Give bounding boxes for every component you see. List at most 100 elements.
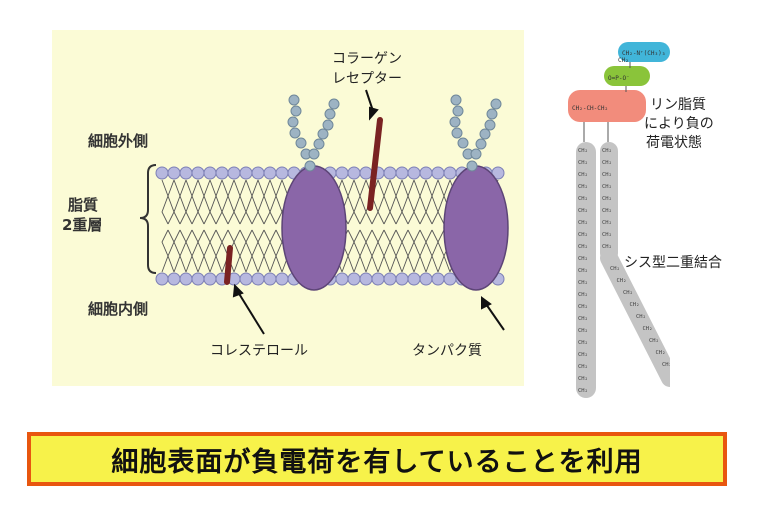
protein-label: タンパク質 <box>412 343 482 359</box>
upper-lipid-tail <box>263 179 271 225</box>
upper-lipid-tail <box>251 179 259 225</box>
sugar-unit <box>475 138 487 150</box>
sugar-unit <box>322 119 334 131</box>
upper-lipid-head <box>431 166 445 180</box>
charge-label-line2: により負の <box>644 116 714 132</box>
lower-lipid-tail <box>245 229 253 273</box>
lower-lipid-tail <box>419 229 427 273</box>
bilayer-brace <box>139 164 157 274</box>
upper-lipid-tail <box>431 179 439 225</box>
straight-tail-carbon: CH₂ <box>578 376 588 382</box>
lower-lipid-tail <box>389 229 397 273</box>
sugar-unit <box>451 127 463 139</box>
upper-lipid-tail <box>413 179 421 225</box>
lower-lipid-tail <box>221 229 229 273</box>
kinked-tail-carbon: CH₂ <box>602 196 612 202</box>
sugar-unit <box>313 138 325 150</box>
lower-lipid-tail <box>359 229 367 273</box>
straight-tail-carbon: CH₂ <box>578 232 588 238</box>
lower-lipid-tail <box>395 229 403 273</box>
straight-tail-carbon: CH₂ <box>578 256 588 262</box>
upper-lipid-head <box>359 166 373 180</box>
lower-lipid-head <box>155 272 169 286</box>
lower-lipid-tail <box>173 229 181 273</box>
straight-tail-carbon: CH₂ <box>578 148 588 154</box>
straight-tail-carbon: CH₂ <box>578 196 588 202</box>
lower-lipid-head <box>383 272 397 286</box>
lower-lipid-head <box>395 272 409 286</box>
sugar-unit <box>466 160 478 172</box>
lower-lipid-tail <box>437 229 445 273</box>
straight-tail-carbon: CH₂ <box>578 172 588 178</box>
cis-bond-label: シス型二重結合 <box>624 255 722 271</box>
upper-lipid-tail <box>215 179 223 225</box>
lower-lipid-head <box>335 272 349 286</box>
lower-lipid-head <box>251 272 265 286</box>
charge-label-line3: 荷電状態 <box>646 135 702 151</box>
lower-lipid-tail <box>377 229 385 273</box>
sugar-unit <box>308 148 320 160</box>
upper-lipid-tail <box>419 179 427 225</box>
upper-lipid-tail <box>275 179 283 225</box>
upper-lipid-tail <box>185 179 193 225</box>
upper-lipid-tail <box>221 179 229 225</box>
straight-tail-carbon: CH₂ <box>578 316 588 322</box>
kinked-tail-carbon: CH₂ <box>602 244 612 250</box>
lower-lipid-head <box>419 272 433 286</box>
protein-right <box>443 165 509 291</box>
upper-lipid-head <box>155 166 169 180</box>
upper-lipid-tail <box>197 179 205 225</box>
upper-lipid-tail <box>353 179 361 225</box>
formula-amine: CH₂-N⁺(CH₃)₃ <box>622 50 665 57</box>
upper-lipid-tail <box>383 179 391 225</box>
cholesterol-rod <box>224 245 233 285</box>
upper-lipid-head <box>239 166 253 180</box>
lower-lipid-tail <box>257 229 265 273</box>
collagen-receptor-rod <box>367 117 383 211</box>
straight-tail-carbon: CH₂ <box>578 364 588 370</box>
lower-lipid-tail <box>233 229 241 273</box>
lower-lipid-tail <box>353 229 361 273</box>
upper-lipid-head <box>335 166 349 180</box>
lower-lipid-head <box>431 272 445 286</box>
upper-lipid-head <box>275 166 289 180</box>
upper-lipid-tail <box>173 179 181 225</box>
kinked-tail-carbon: CH₂ <box>602 220 612 226</box>
upper-lipid-head <box>191 166 205 180</box>
straight-tail-carbon: CH₂ <box>578 184 588 190</box>
summary-text: 細胞表面が負電荷を有していることを利用 <box>111 446 643 478</box>
unsaturated-tail-upper <box>600 142 618 262</box>
lower-lipid-tail <box>185 229 193 273</box>
upper-lipid-tail <box>437 179 445 225</box>
sugar-unit <box>450 94 462 106</box>
upper-lipid-tail <box>167 179 175 225</box>
upper-lipid-tail <box>377 179 385 225</box>
glycerol-backbone <box>568 90 646 122</box>
sugar-unit <box>328 98 340 110</box>
sugar-unit <box>288 94 300 106</box>
kinked-tail-carbon: CH₂ <box>602 208 612 214</box>
straight-tail-carbon: CH₂ <box>578 160 588 166</box>
lower-lipid-tail <box>239 229 247 273</box>
lower-lipid-head <box>191 272 205 286</box>
sugar-unit <box>457 137 469 149</box>
upper-lipid-tail <box>239 179 247 225</box>
upper-lipid-tail <box>203 179 211 225</box>
lower-lipid-tail <box>197 229 205 273</box>
sugar-unit <box>452 105 464 117</box>
lower-lipid-tail <box>251 229 259 273</box>
straight-tail-carbon: CH₂ <box>578 220 588 226</box>
straight-tail-carbon: CH₂ <box>578 268 588 274</box>
sugar-unit <box>479 128 491 140</box>
glycan-chain-left <box>287 94 340 172</box>
lower-lipid-tail <box>431 229 439 273</box>
upper-lipid-tail <box>359 179 367 225</box>
lower-lipid-tail <box>263 229 271 273</box>
lower-lipid-tail <box>269 229 277 273</box>
upper-lipid-tail <box>227 179 235 225</box>
collagen-label-line2: レセプター <box>332 71 402 87</box>
unsaturated-tail-kink <box>600 249 670 387</box>
sugar-unit <box>295 137 307 149</box>
lower-lipid-head <box>407 272 421 286</box>
formula-ch2-top: CH₂ <box>618 57 629 64</box>
